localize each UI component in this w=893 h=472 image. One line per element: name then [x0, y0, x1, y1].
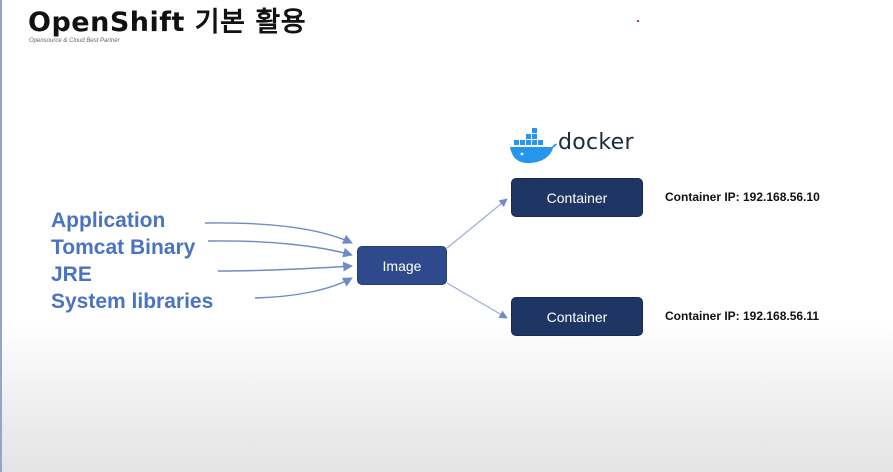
container-1-ip: Container IP: 192.168.56.10: [665, 190, 820, 204]
container-box-1: Container: [511, 178, 643, 217]
docker-wordmark: docker: [558, 130, 634, 155]
container-box-2: Container: [511, 297, 643, 336]
input-application: Application: [51, 209, 166, 232]
arrow-jre-to-image: [217, 261, 353, 272]
arrow-image-to-container-2: [446, 282, 508, 319]
input-tomcat-binary: Tomcat Binary: [51, 236, 196, 259]
slide-subtitle: Opensource & Cloud Best Partner: [29, 38, 120, 44]
arrow-libraries-to-image: [254, 277, 353, 299]
docker-whale-icon: [510, 128, 557, 163]
arrow-tomcat-to-image: [207, 240, 353, 258]
decorative-dot: [637, 20, 639, 22]
slide-left-border: [0, 0, 2, 472]
arrow-application-to-image: [204, 222, 353, 244]
image-box: Image: [357, 246, 447, 285]
input-system-libraries: System libraries: [51, 290, 214, 313]
arrow-image-to-container-1: [446, 198, 508, 249]
container-2-ip: Container IP: 192.168.56.11: [665, 309, 820, 323]
slide-title: OpenShift 기본 활용: [28, 7, 307, 38]
input-jre: JRE: [51, 263, 92, 286]
